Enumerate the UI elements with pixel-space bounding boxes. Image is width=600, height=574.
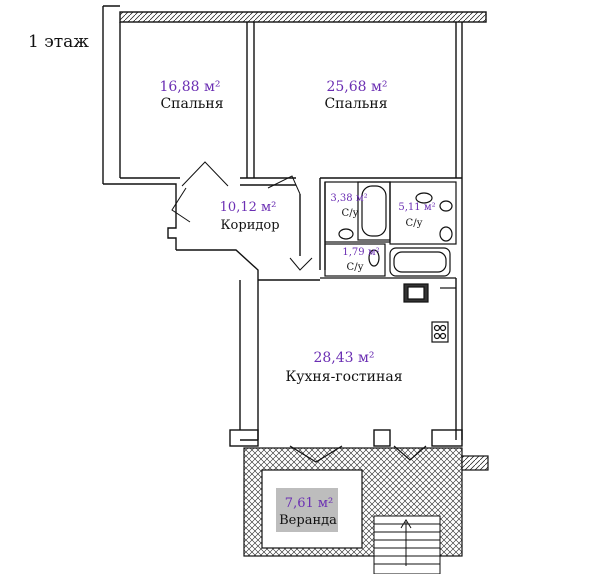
room-name: Спальня [324, 96, 388, 112]
room-area: 7,61 м² [284, 496, 334, 511]
room-name: Кухня-гостиная [285, 369, 403, 385]
room-area: 28,43 м² [313, 350, 375, 366]
stairs [373, 515, 441, 574]
kitchen-appliances [403, 283, 456, 343]
bedroom-partition [246, 22, 463, 182]
bathroom-block [320, 181, 457, 279]
room-name: Спальня [160, 96, 224, 112]
room-name: С/у [405, 218, 423, 229]
room-area: 5,11 м² [398, 202, 436, 213]
room-area: 25,68 м² [326, 79, 388, 95]
living-walls [229, 182, 463, 447]
room-name: С/у [346, 262, 364, 273]
room-area: 1,79 м² [342, 247, 380, 258]
room-area: 16,88 м² [159, 79, 221, 95]
corridor-doors [171, 161, 313, 271]
room-area: 10,12 м² [219, 200, 277, 215]
room-area: 3,38 м² [330, 193, 368, 204]
room-name: Коридор [220, 218, 280, 233]
room-name: С/у [341, 208, 359, 219]
room-name: Веранда [279, 513, 337, 528]
top-wall [102, 5, 487, 184]
floor-label: 1 этаж [28, 32, 89, 52]
bedroom-bottom-wall [103, 177, 462, 194]
veranda-label-bg [276, 488, 338, 532]
